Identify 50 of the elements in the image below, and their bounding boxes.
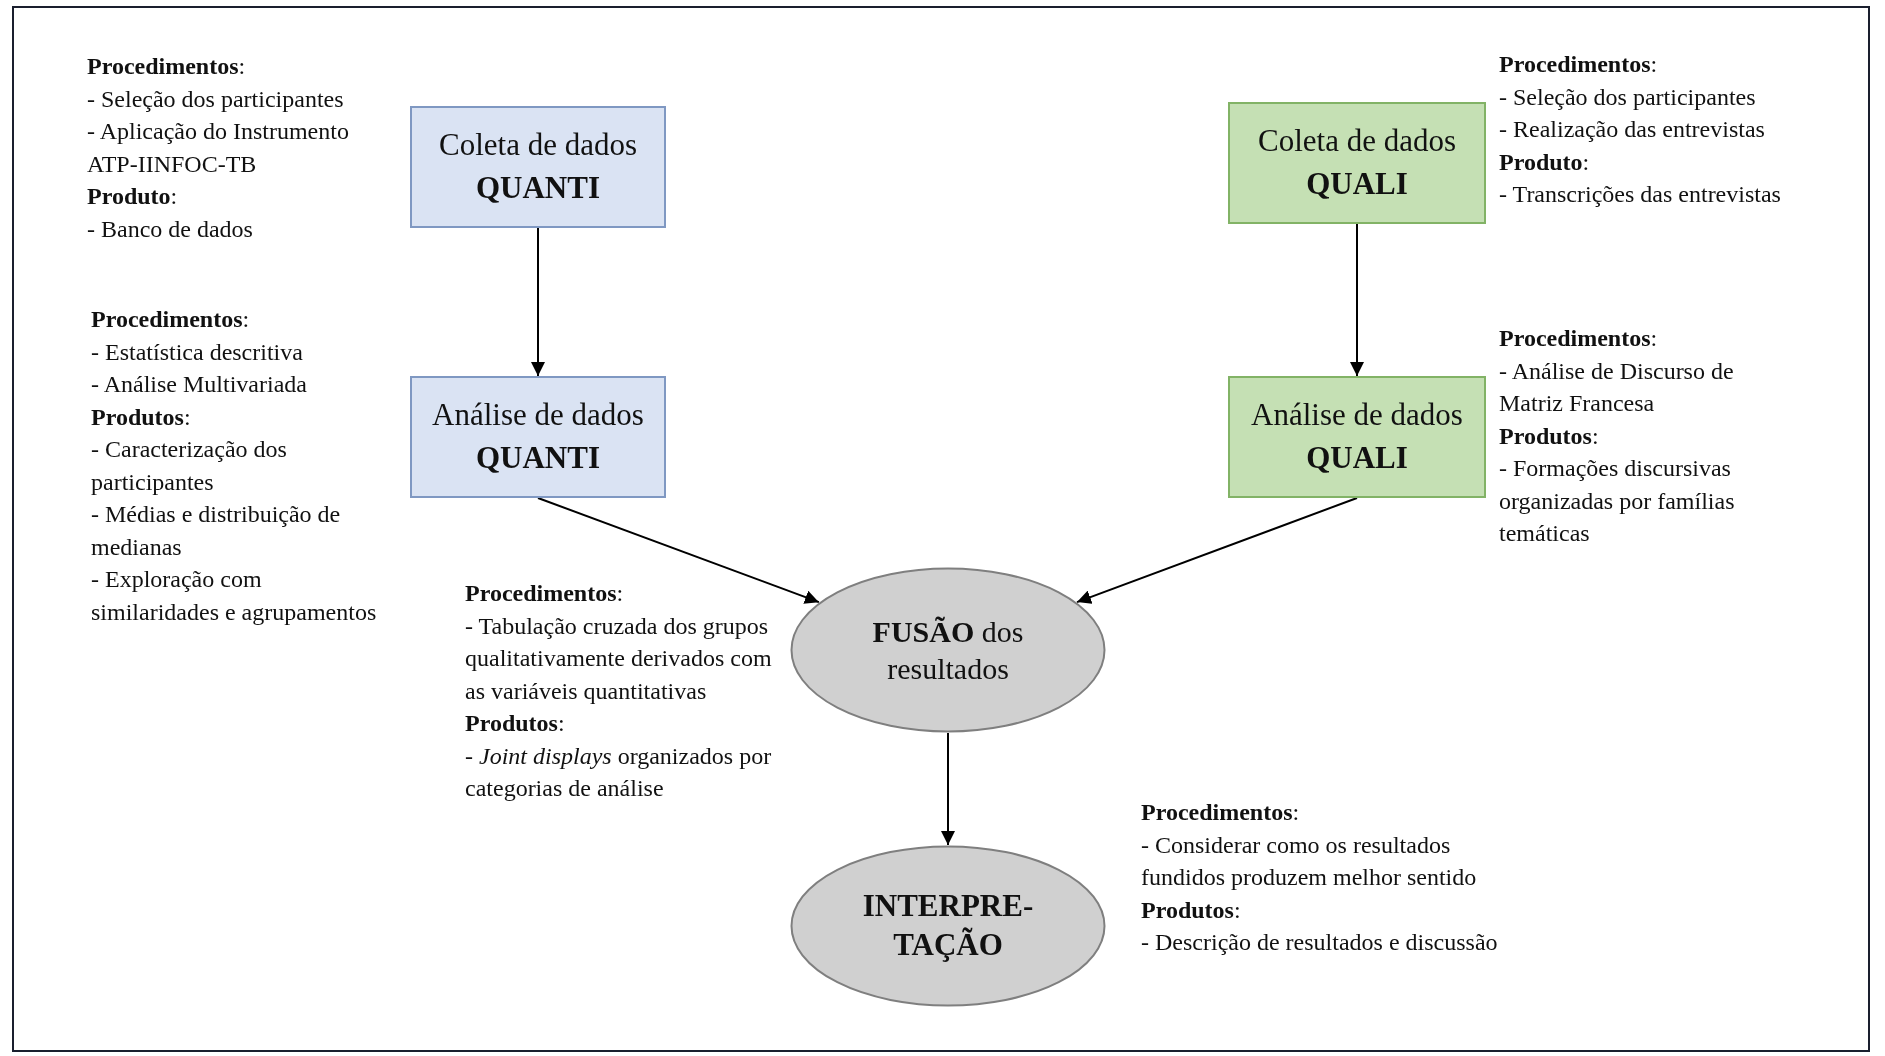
- annotation-text: - Médias e distribuição de medianas: [91, 500, 342, 562]
- annotation-text: - Descrição de resultados e discussão: [1141, 928, 1499, 957]
- annotation-text: - Formações discursivas organizadas por famílias temáticas: [1499, 454, 1736, 548]
- process-box: [410, 106, 666, 228]
- annotation-text: Produtos:: [465, 709, 566, 738]
- annotation-text: Produtos:: [91, 402, 192, 432]
- annotation-text: - Considerar como os resultados fundidos produzem melhor sentido: [1141, 830, 1478, 892]
- node-title: Análise de dados: [432, 396, 644, 435]
- node-subtitle: QUANTI: [476, 169, 600, 207]
- annotation-text: Produto:: [1499, 147, 1591, 177]
- annotation-text: - Aplicação do Instrumento ATP-IINFOC-TB: [87, 117, 350, 179]
- annotation-text: Produto:: [87, 182, 179, 211]
- annotation-text: Procedimentos:: [1499, 50, 1659, 79]
- node-subtitle: QUALI: [1306, 439, 1408, 477]
- node-subtitle: QUALI: [1306, 165, 1408, 203]
- node-subtitle: QUANTI: [476, 439, 600, 477]
- annotation-text: - Banco de dados: [87, 214, 254, 244]
- node-title: FUSÃO dos resultados: [871, 613, 1025, 687]
- annotation-text: - Análise de Discurso de Matriz Francesa: [1499, 356, 1735, 418]
- ellipse-node: [790, 845, 1106, 1007]
- annotation-text: - Caracterização dos participantes: [91, 435, 288, 497]
- annotation-text: Produtos:: [1141, 895, 1242, 925]
- annotation-text: Procedimentos:: [1141, 798, 1301, 827]
- annotation-text: - Seleção dos participantes: [1499, 82, 1757, 112]
- annotation-text: - Realização das entrevistas: [1499, 115, 1766, 144]
- node-title: Análise de dados: [1251, 396, 1463, 435]
- process-box: [1228, 102, 1486, 224]
- annotation-text: - Estatística descritiva: [91, 337, 304, 367]
- node-title: INTERPRE- TAÇÃO: [861, 887, 1035, 964]
- annotation-text: Produtos:: [1499, 421, 1600, 451]
- annotation-text: - Tabulação cruzada dos grupos qualitativamente derivados com as variáveis quantitativas: [465, 611, 773, 706]
- annotation-text: Procedimentos:: [1499, 324, 1659, 353]
- arrow: [531, 227, 545, 377]
- node-title: Coleta de dados: [439, 126, 637, 165]
- annotation-text: Procedimentos:: [87, 52, 247, 81]
- annotation-text: - Exploração com similaridades e agrupamentos: [91, 565, 378, 627]
- process-box: [1228, 376, 1486, 498]
- annotation-text: Procedimentos:: [465, 579, 625, 608]
- process-box: [410, 376, 666, 498]
- annotation-text: - Seleção dos participantes: [87, 84, 345, 114]
- annotation-text: Procedimentos:: [91, 305, 251, 334]
- annotation-text: - Joint displays organizados por categorias de análise: [465, 741, 773, 803]
- arrow: [1350, 223, 1364, 377]
- arrow: [537, 497, 820, 604]
- node-title: Coleta de dados: [1258, 122, 1456, 161]
- arrow: [941, 732, 955, 846]
- arrow: [1076, 497, 1358, 604]
- annotation-text: - Análise Multivariada: [91, 370, 308, 399]
- ellipse-node: [790, 567, 1106, 733]
- annotation-text: - Transcrições das entrevistas: [1499, 180, 1782, 209]
